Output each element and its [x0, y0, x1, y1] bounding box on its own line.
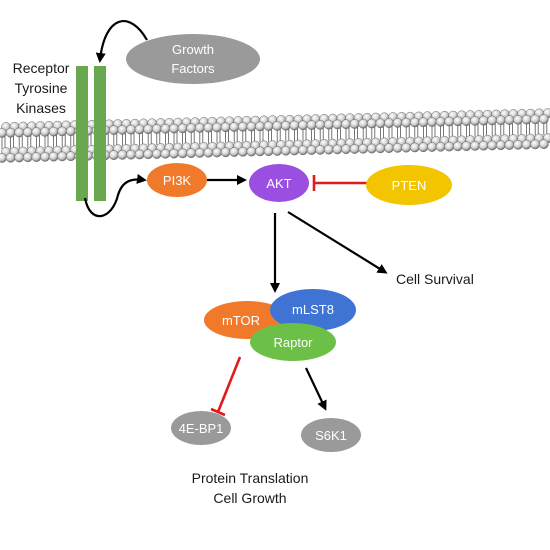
mtor-inhibition-line — [216, 356, 242, 413]
mtor-inhibition-bar — [210, 407, 226, 417]
receptor-to-pi3k-arrow — [83, 174, 147, 218]
pten-ellipse — [366, 165, 452, 205]
4e-bp1-node: 4E-BP1 — [171, 411, 231, 445]
growth-factor-binding-arrow — [95, 20, 148, 63]
receptor-bar-left — [76, 66, 88, 201]
outcome-label: Protein Translation Cell Growth — [150, 468, 350, 508]
growth-factors-ellipse — [126, 34, 260, 84]
akt-to-cell-survival-arrow — [287, 211, 388, 274]
4e-bp1-label: 4E-BP1 — [179, 421, 224, 436]
growth-factors-node: Growth Factors — [126, 34, 260, 84]
receptor-label: Receptor Tyrosine Kinases — [5, 58, 77, 118]
receptor-bar-right — [94, 66, 106, 201]
pathway-arrows — [83, 20, 388, 417]
cell-survival-label: Cell Survival — [396, 271, 474, 287]
akt-node: AKT — [249, 164, 309, 202]
growth-factors-line-1: Growth — [172, 42, 214, 57]
raptor-to-s6k1-arrow — [305, 367, 327, 411]
raptor-label: Raptor — [273, 335, 313, 350]
outcome-line-2: Cell Growth — [213, 490, 287, 506]
mtor-label: mTOR — [222, 313, 260, 328]
s6k1-node: S6K1 — [301, 418, 361, 452]
akt-ellipse — [249, 164, 309, 202]
4e-bp1-ellipse — [171, 411, 231, 445]
receptor-label-line-3: Kinases — [16, 100, 66, 116]
akt-label: AKT — [266, 176, 291, 191]
pi3k-ellipse — [147, 163, 207, 197]
receptor-tyrosine-kinase — [76, 66, 106, 201]
outcome-line-1: Protein Translation — [191, 470, 309, 486]
raptor-ellipse — [250, 323, 336, 361]
mlst8-label: mLST8 — [292, 302, 334, 317]
pten-label: PTEN — [392, 178, 427, 193]
receptor-label-line-1: Receptor — [12, 60, 70, 76]
pi3k-node: PI3K — [147, 163, 207, 197]
receptor-label-line-2: Tyrosine — [14, 80, 68, 96]
cell-membrane — [0, 108, 550, 163]
pi3k-label: PI3K — [163, 173, 192, 188]
pten-node: PTEN — [366, 165, 452, 205]
s6k1-label: S6K1 — [315, 428, 347, 443]
mlst8-ellipse — [270, 289, 356, 331]
mtorc1-complex: mTOR mLST8 Raptor — [204, 289, 356, 361]
growth-factors-line-2: Factors — [171, 61, 215, 76]
s6k1-ellipse — [301, 418, 361, 452]
